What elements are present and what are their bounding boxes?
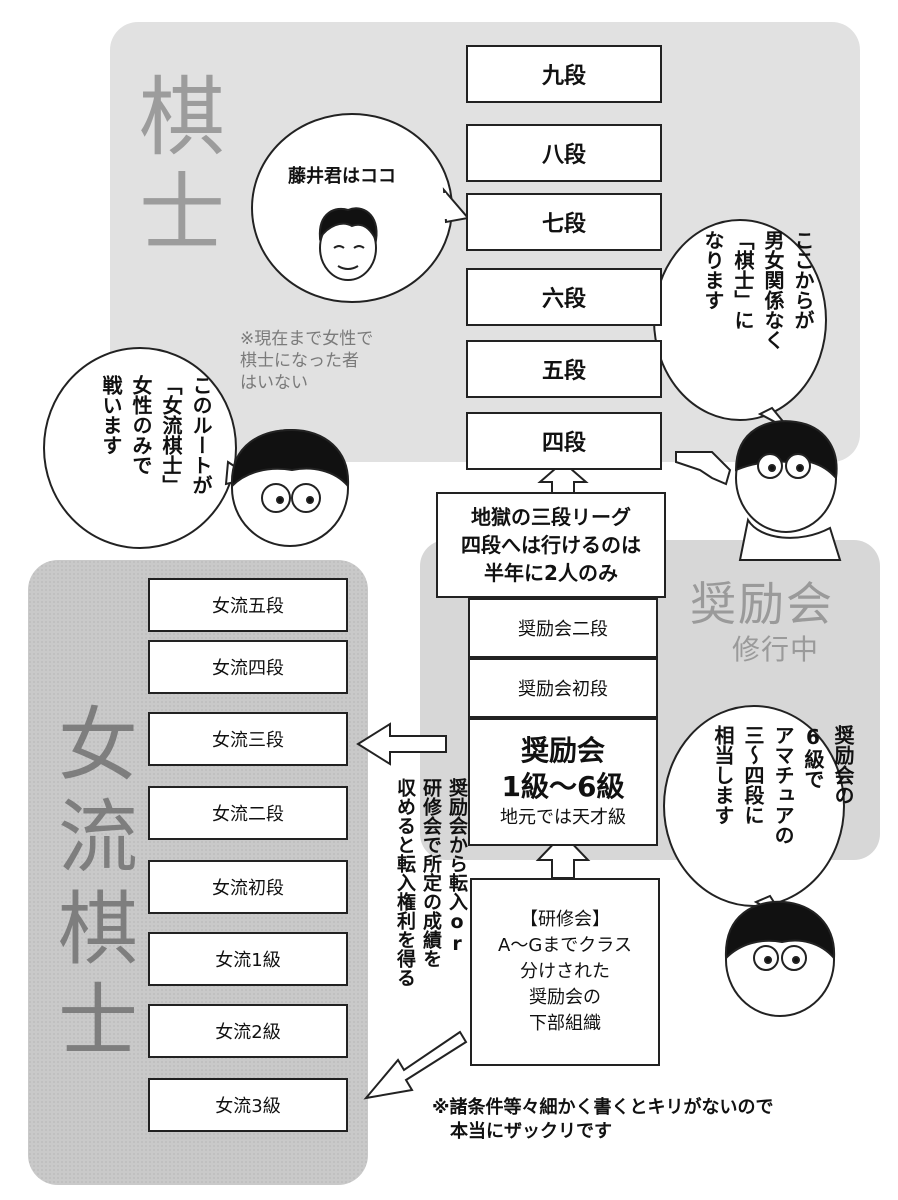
kishi-gate-bubble-text: ここからが 男女関係なく 「棋士」に なります [701, 230, 815, 350]
kenshukai-line4: 奨励会の [529, 987, 601, 1008]
footnote-line2: 本当にザックリです [450, 1121, 612, 1142]
female-zone-title: 女流棋士 [58, 699, 138, 1068]
kishi-zone-note: ※現在まで女性で 棋士になった者 はいない [240, 329, 374, 393]
rank-godan: 五段 [466, 340, 662, 398]
rank-shoreikai-nidan: 奨励会二段 [468, 598, 658, 658]
pointing-character [675, 420, 842, 561]
sandan-league-line2: 四段へは行けるのは [461, 533, 641, 557]
footnote: ※諸条件等々細かく書くとキリがないので 本当にザックリです [432, 1096, 774, 1144]
rank-joryu-3kyu: 女流3級 [148, 1078, 348, 1132]
rank-shoreikai-kyu: 奨励会 1級〜6級 地元では天才級 [468, 718, 658, 846]
rank-yondan: 四段 [466, 412, 662, 470]
sandan-league-line1: 地獄の三段リーグ [471, 505, 631, 529]
kishi-zone-title: 棋士 [139, 68, 225, 264]
left-arrow-to-female [356, 722, 447, 766]
shoreikai-kyu-line3: 地元では天才級 [500, 807, 626, 828]
kenshukai-line2: A〜Gまでクラス [498, 935, 632, 956]
fujii-face [318, 207, 378, 281]
rank-joryu-nidan: 女流二段 [148, 786, 348, 840]
sandan-league-line3: 半年に2人のみ [484, 561, 618, 585]
fujii-bubble-text: 藤井君はココ [288, 166, 396, 187]
rank-joryu-shodan: 女流初段 [148, 860, 348, 914]
shoreikai-zone-title: 奨励会 [690, 577, 834, 631]
amateur-bubble-text: 奨励会の 6級で アマチュアの 三〜四段に 相当します [711, 725, 855, 845]
shoreikai-kyu-line1: 奨励会 [520, 734, 605, 767]
sandan-league-box: 地獄の三段リーグ 四段へは行けるのは 半年に2人のみ [436, 492, 666, 598]
shoreikai-zone-subtitle: 修行中 [732, 633, 820, 666]
rank-hachidan: 八段 [466, 124, 662, 182]
rank-kudan: 九段 [466, 45, 662, 103]
footnote-line1: ※諸条件等々細かく書くとキリがないので [432, 1097, 774, 1118]
female-route-bubble-text: このルートが 「女流棋士」 女性のみで 戦います [99, 375, 213, 495]
rank-joryu-sandan: 女流三段 [148, 712, 348, 766]
rank-joryu-godan: 女流五段 [148, 578, 348, 632]
rank-shoreikai-shodan: 奨励会初段 [468, 658, 658, 718]
shoreikai-kyu-line2: 1級〜6級 [501, 770, 625, 803]
kenshukai-box: 【研修会】 A〜Gまでクラス 分けされた 奨励会の 下部組織 [470, 878, 660, 1066]
diagonal-arrow-to-female [363, 1030, 468, 1100]
rank-joryu-1kyu: 女流1級 [148, 932, 348, 986]
rank-joryu-2kyu: 女流2級 [148, 1004, 348, 1058]
kenshukai-line5: 下部組織 [529, 1013, 601, 1034]
kenshukai-line1: 【研修会】 [520, 909, 610, 930]
amateur-character [724, 900, 836, 1017]
up-arrow-to-shoreikai [535, 832, 591, 879]
transfer-note: 奨励会から転入or 研修会で所定の成績を 収めると転入権利を得る [394, 778, 468, 987]
rank-joryu-yondan: 女流四段 [148, 640, 348, 694]
female-route-character [230, 428, 350, 547]
rank-nanadan: 七段 [466, 193, 662, 251]
kenshukai-line3: 分けされた [520, 961, 610, 982]
rank-rokudan: 六段 [466, 268, 662, 326]
